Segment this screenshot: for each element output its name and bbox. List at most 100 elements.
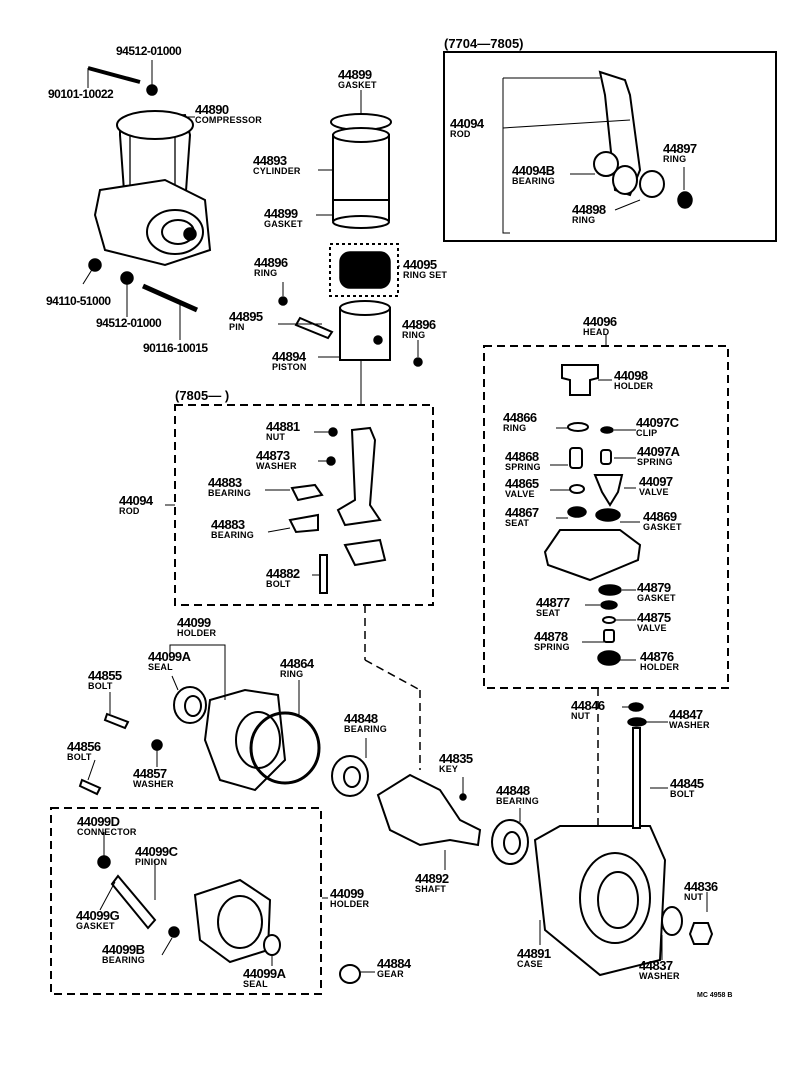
part-number: 44867 xyxy=(505,505,539,520)
part-number: 44095 xyxy=(403,257,437,272)
part-name: PINION xyxy=(135,857,168,867)
part-name: CLIP xyxy=(636,428,658,438)
part-number: 44876 xyxy=(640,649,674,664)
part-name: SPRING xyxy=(637,457,673,467)
holder-drawing xyxy=(78,686,321,796)
part-number: 94512-01000 xyxy=(96,316,162,330)
part-label-90116-10015[interactable]: 90116-10015 xyxy=(143,342,208,354)
part-name: ROD xyxy=(450,129,471,139)
group-label-rod-7805: (7805— ) xyxy=(175,388,230,403)
part-label-90101-10022[interactable]: 90101-10022 xyxy=(48,88,114,100)
part-number: 44094 xyxy=(450,116,484,131)
part-number: 44896 xyxy=(402,317,436,332)
part-name: RING xyxy=(663,154,687,164)
part-number: 44099B xyxy=(102,942,145,957)
part-number: 44883 xyxy=(208,475,242,490)
part-label-94110-51000[interactable]: 94110-51000 xyxy=(46,295,111,307)
part-name: COMPRESSOR xyxy=(195,115,263,125)
part-label-94512-01000-bottom[interactable]: 94512-01000 xyxy=(96,316,162,330)
part-name: BOLT xyxy=(67,752,92,762)
part-number: 44883 xyxy=(211,517,245,532)
part-number: 44890 xyxy=(195,102,229,117)
part-name: SEAL xyxy=(243,979,268,989)
compressor-drawing xyxy=(87,66,212,267)
part-number: 44856 xyxy=(67,739,101,754)
part-number: 44868 xyxy=(505,449,539,464)
part-name: BEARING xyxy=(208,488,251,498)
part-name: BOLT xyxy=(88,681,113,691)
rod-old-drawing xyxy=(593,70,693,209)
part-name: SHAFT xyxy=(415,884,446,894)
group-label-rod-7704-7805: (7704—7805) xyxy=(444,36,524,51)
part-label-94512-01000-top[interactable]: 94512-01000 xyxy=(116,45,182,57)
part-name: RING SET xyxy=(403,270,448,280)
part-number: 44881 xyxy=(266,419,300,434)
ring-set-drawing xyxy=(339,251,391,289)
part-name: VALVE xyxy=(505,489,535,499)
pinion-group-drawing xyxy=(97,855,361,984)
part-name: CONNECTOR xyxy=(77,827,137,837)
part-number: 44845 xyxy=(670,776,704,791)
part-number: 44879 xyxy=(637,580,671,595)
part-number: 44099D xyxy=(77,814,120,829)
part-name: VALVE xyxy=(639,487,669,497)
